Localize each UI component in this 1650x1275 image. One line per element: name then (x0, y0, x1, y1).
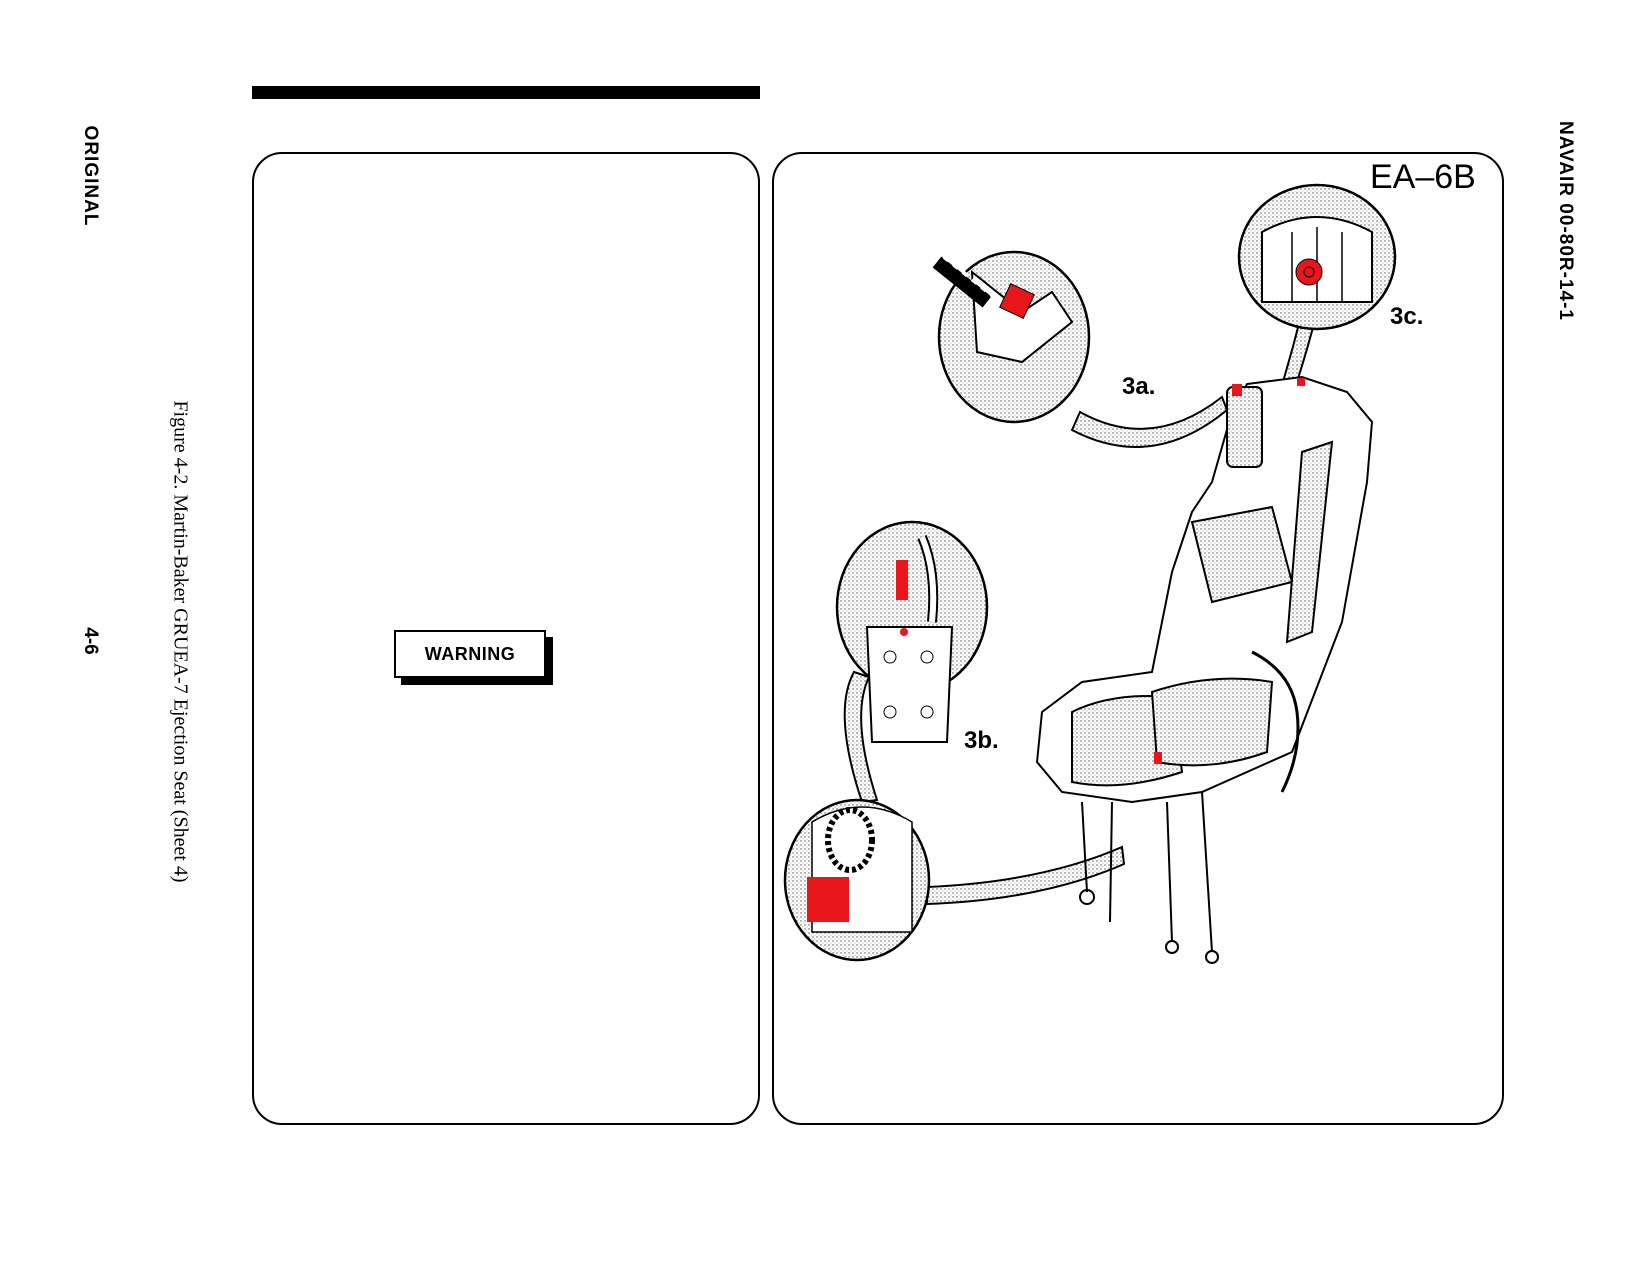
detail-circle-lower (783, 798, 931, 962)
edition-label: ORIGINAL (80, 125, 101, 227)
warning-panel (252, 152, 760, 1125)
leader-band-3b (843, 670, 879, 804)
leader-band-3a (1070, 395, 1229, 448)
figure-caption: Figure 4-2. Martin-Baker GRUEA-7 Ejectio… (169, 400, 192, 883)
detail-circle-3a (932, 250, 1091, 424)
ejection-seat-illustration (783, 183, 1397, 964)
illustration-panel (772, 152, 1504, 1125)
page-number: 4-6 (80, 627, 101, 655)
aircraft-label: EA–6B (1370, 158, 1476, 196)
red-flag-head (1297, 378, 1305, 386)
red-flag-seat (1154, 752, 1162, 764)
document-id: NAVAIR 00-80R-14-1 (1555, 121, 1576, 321)
red-flag-top (1232, 384, 1242, 396)
warning-label: WARNING (394, 630, 546, 678)
change-bar (252, 86, 760, 99)
callout-3b: 3b. (964, 727, 999, 754)
callout-3c: 3c. (1390, 303, 1424, 330)
seat-body (1035, 375, 1374, 964)
leader-band-lower (926, 845, 1126, 906)
detail-circle-3c (1237, 183, 1397, 331)
detail-circle-3b (835, 520, 989, 743)
callout-3a: 3a. (1122, 373, 1156, 400)
